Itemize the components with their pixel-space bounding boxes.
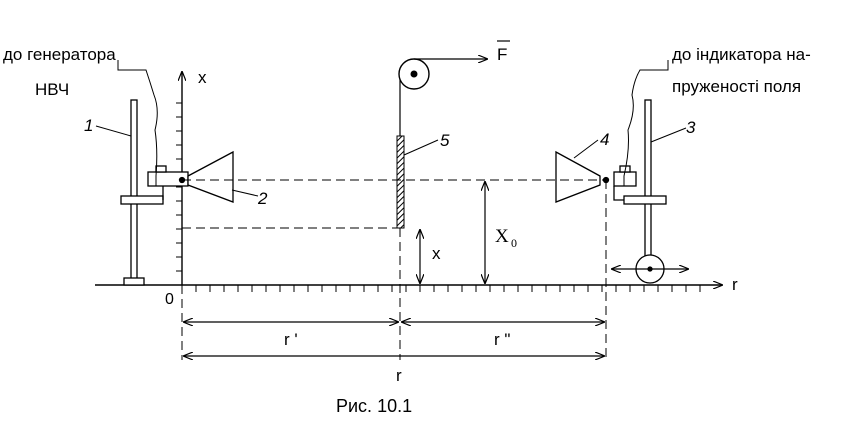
cable-indicator	[623, 60, 669, 186]
r-double-prime-label: r "	[494, 330, 510, 349]
x-small-label: x	[432, 244, 441, 263]
svg-text:0: 0	[511, 236, 517, 250]
label-1: 1	[84, 116, 93, 135]
leader-lines	[95, 125, 687, 197]
horn-4	[555, 150, 610, 203]
figure-caption: Рис. 10.1	[336, 396, 412, 416]
indicator-label-line2: пруженості поля	[672, 77, 801, 96]
label-4: 4	[600, 130, 609, 149]
horn-2	[178, 150, 234, 203]
svg-text:F: F	[497, 45, 507, 64]
r-prime-label: r '	[284, 330, 298, 349]
dashed-guides	[181, 179, 607, 360]
axis-x-label: x	[198, 68, 207, 87]
cable-generator	[117, 60, 158, 186]
force-label: F	[497, 40, 510, 64]
axis-r-label: r	[732, 275, 738, 294]
label-3: 3	[686, 118, 696, 137]
dimension-horizontal	[184, 322, 604, 356]
label-5: 5	[440, 131, 450, 150]
origin-label: 0	[165, 291, 174, 308]
r-total-label: r	[396, 366, 402, 385]
svg-text:X: X	[495, 226, 509, 247]
dimension-vertical	[420, 182, 485, 283]
x-axis-ticks	[176, 102, 182, 272]
r-axis-ticks	[195, 285, 701, 292]
label-2: 2	[257, 189, 268, 208]
plate-5	[396, 59, 487, 229]
r-axis	[95, 285, 722, 292]
indicator-label-line1: до індикатора на-	[672, 45, 811, 64]
stand-1	[120, 99, 189, 286]
generator-label-line1: до генератора	[3, 45, 116, 64]
generator-label-line2: НВЧ	[35, 80, 69, 99]
x0-label: X 0	[495, 226, 517, 250]
stand-3	[612, 99, 688, 284]
